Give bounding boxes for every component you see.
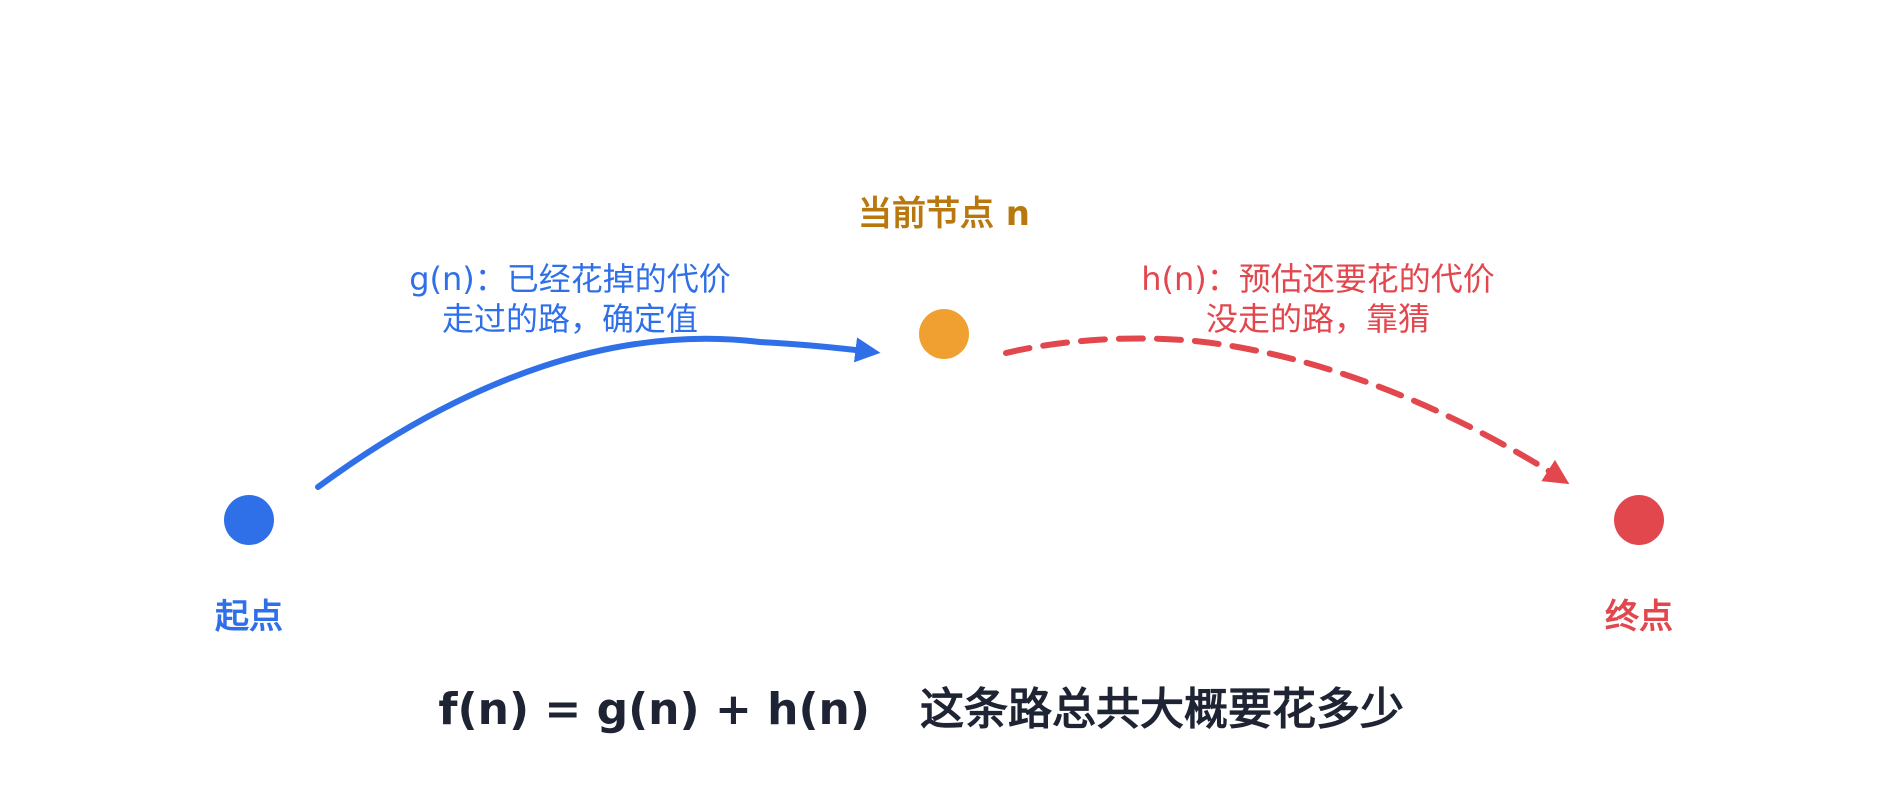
goal-node-label: 终点 [1605,597,1673,637]
edge-h-arc [1003,335,1570,485]
goal-node [1614,495,1664,545]
current-node [919,309,969,359]
h-cost-title: h(n)：预估还要花的代价 [1141,260,1495,298]
g-cost-title: g(n)：已经花掉的代价 [409,260,731,298]
start-node [224,495,274,545]
start-node-label: 起点 [215,597,283,637]
edge-g-arc [315,335,881,490]
current-node-label: 当前节点 n [858,194,1030,234]
formula-meaning: 这条路总共大概要花多少 [920,684,1404,735]
h-cost-description: 没走的路，靠猜 [1206,300,1430,338]
g-cost-description: 走过的路，确定值 [442,300,698,338]
formula-expression: f(n) = g(n) + h(n) [438,684,870,735]
